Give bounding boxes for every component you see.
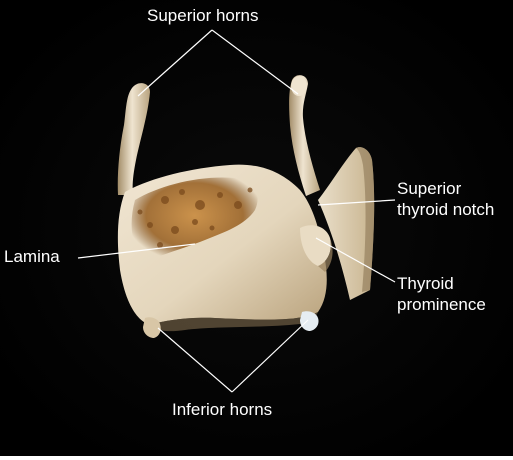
label-superior-thyroid-notch: Superior thyroid notch xyxy=(397,178,494,220)
right-horn-tip xyxy=(291,76,307,96)
label-superior-horns: Superior horns xyxy=(147,5,259,26)
label-thyroid-prominence: Thyroid prominence xyxy=(397,273,486,315)
label-lamina: Lamina xyxy=(4,246,60,267)
label-superior-thyroid-notch-line1: Superior xyxy=(397,178,494,199)
label-inferior-horns: Inferior horns xyxy=(172,399,272,420)
label-thyroid-prominence-line1: Thyroid xyxy=(397,273,486,294)
label-thyroid-prominence-line2: prominence xyxy=(397,294,486,315)
label-superior-thyroid-notch-line2: thyroid notch xyxy=(397,199,494,220)
